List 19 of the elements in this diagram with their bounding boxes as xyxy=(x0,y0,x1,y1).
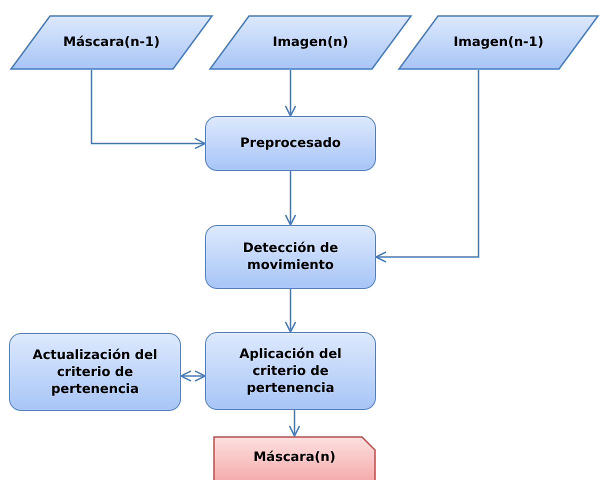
node-label: Imagen(n) xyxy=(272,34,350,51)
node-label: Imagen(n-1) xyxy=(452,34,545,51)
node-label: Aplicación del criterio de pertenencia xyxy=(238,346,343,396)
process-box xyxy=(205,332,376,410)
arrow xyxy=(180,370,206,382)
node-label: Detección de movimiento xyxy=(242,240,340,274)
node-label: Actualización del criterio de pertenencia xyxy=(32,346,158,398)
process-box xyxy=(9,333,181,411)
node-label: Máscara(n-1) xyxy=(62,34,161,51)
arrow xyxy=(284,289,296,333)
arrow xyxy=(288,410,300,437)
arrow xyxy=(284,171,296,226)
arrow xyxy=(284,70,296,117)
process-box xyxy=(205,116,376,171)
process-box xyxy=(205,225,376,289)
node-label: Preprocesado xyxy=(239,135,342,152)
arrow xyxy=(90,70,206,150)
arrow xyxy=(375,70,480,263)
node-label: Máscara(n) xyxy=(252,448,337,466)
